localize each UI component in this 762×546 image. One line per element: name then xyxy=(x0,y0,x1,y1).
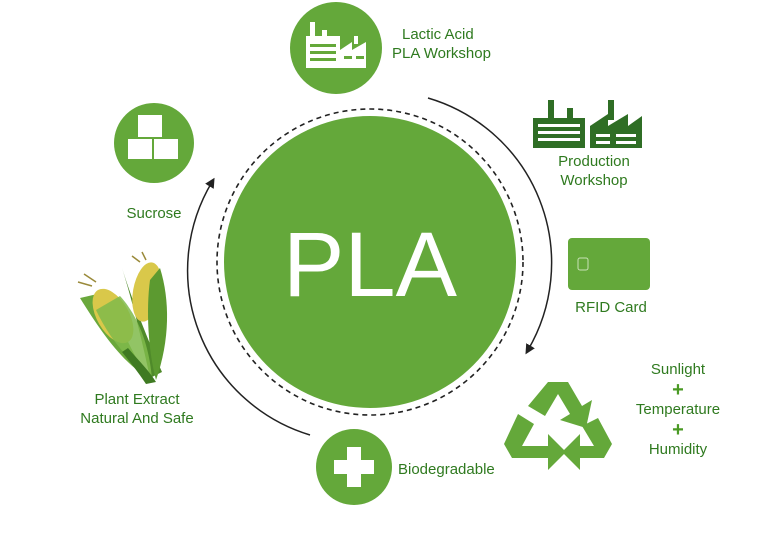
plus-sign-2: + xyxy=(672,419,684,441)
humidity-text: Humidity xyxy=(648,441,708,458)
production-line2: Workshop xyxy=(560,172,628,189)
cycle-arrow-left xyxy=(186,177,311,436)
plus-sign-1: + xyxy=(672,379,684,401)
temperature-text: Temperature xyxy=(635,401,721,418)
temperature-label: Temperature xyxy=(622,400,734,419)
center-circle xyxy=(224,116,516,408)
lactic-acid-line2: PLA Workshop xyxy=(392,45,491,62)
biodegradable-text: Biodegradable xyxy=(398,461,495,478)
plant-extract-line2: Natural And Safe xyxy=(80,410,194,427)
plant-extract-line1: Plant Extract xyxy=(94,391,180,408)
rfid-line1: RFID Card xyxy=(575,299,647,316)
conditions-label: Sunlight xyxy=(622,360,734,379)
sugar-cubes-icon xyxy=(126,113,180,161)
lactic-acid-line1: Lactic Acid xyxy=(402,26,474,43)
production-workshop-label: Production Workshop xyxy=(548,152,640,190)
center-label: PLA xyxy=(283,214,458,316)
rfid-card-icon xyxy=(568,238,650,290)
lactic-acid-label: Lactic Acid PLA Workshop xyxy=(392,25,491,63)
recycle-icon xyxy=(504,382,612,470)
plant-extract-label: Plant Extract Natural And Safe xyxy=(62,390,212,428)
humidity-label: Humidity xyxy=(622,440,734,459)
sucrose-text: Sucrose xyxy=(126,205,182,222)
dashed-ring xyxy=(216,108,524,416)
sucrose-label: Sucrose xyxy=(104,204,204,223)
corn-icon xyxy=(77,251,168,384)
biodegradable-node xyxy=(316,429,392,505)
biodegradable-label: Biodegradable xyxy=(398,460,495,479)
production-line1: Production xyxy=(558,153,630,170)
cycle-arrow-right xyxy=(427,97,553,355)
sucrose-node xyxy=(114,103,194,183)
rfid-card-label: RFID Card xyxy=(566,298,656,317)
lactic-acid-node xyxy=(290,2,382,94)
plus-icon xyxy=(334,447,374,487)
sunlight-text: Sunlight xyxy=(650,361,706,378)
factory-icon xyxy=(533,100,642,148)
